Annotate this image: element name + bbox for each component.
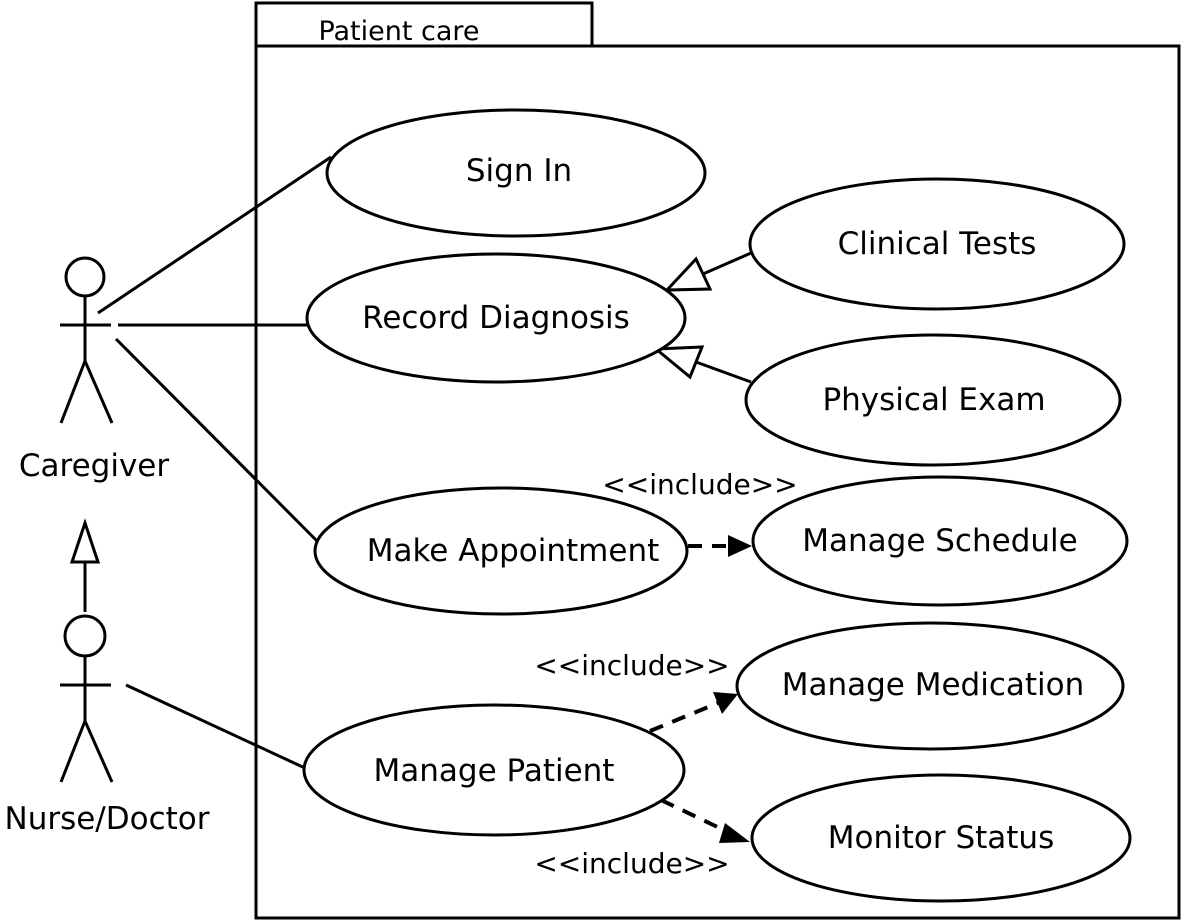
include-line <box>660 798 731 835</box>
use-case-label: Clinical Tests <box>838 226 1037 262</box>
include-label-medication: <<include>> <box>534 649 729 682</box>
assoc-caregiver-sign-in <box>97 155 332 315</box>
actor-nurse-doctor: Nurse/Doctor <box>5 614 210 837</box>
include-make-appointment-schedule: <<include>> <box>602 468 798 557</box>
use-case-manage-patient: Manage Patient <box>302 703 686 837</box>
use-case-ellipse <box>735 621 1125 751</box>
use-case-manage-schedule: Manage Schedule <box>751 475 1129 607</box>
use-case-label: Manage Medication <box>782 667 1085 703</box>
actor-head <box>63 614 107 658</box>
package-title: Patient care <box>318 16 479 47</box>
include-line <box>649 701 719 733</box>
generalization-physical-exam <box>652 345 752 384</box>
package-body <box>254 44 1181 920</box>
generalization-line <box>695 360 752 384</box>
include-arrowhead <box>713 692 738 714</box>
generalization-arrowhead <box>663 256 713 292</box>
use-case-ellipse <box>313 486 689 616</box>
generalization-arrowhead <box>69 518 101 564</box>
use-case-ellipse <box>305 252 687 384</box>
use-case-record-diagnosis: Record Diagnosis <box>305 252 687 384</box>
use-case-label: Make Appointment <box>367 533 660 569</box>
include-label-status: <<include>> <box>534 847 729 880</box>
use-case-make-appointment: Make Appointment <box>313 486 689 616</box>
actor-leg-left <box>59 360 87 424</box>
generalization-arrowhead <box>652 345 705 380</box>
use-case-ellipse <box>751 475 1129 607</box>
include-arrowhead <box>728 535 752 557</box>
include-manage-patient-status: <<include>> <box>534 798 750 880</box>
use-case-label: Manage Patient <box>374 753 615 789</box>
use-case-ellipse <box>744 333 1122 467</box>
actor-label-nurse-doctor: Nurse/Doctor <box>5 801 210 837</box>
use-case-manage-medication: Manage Medication <box>735 621 1125 751</box>
actor-leg-left <box>59 720 87 783</box>
use-case-label: Physical Exam <box>822 382 1045 418</box>
generalization-nurse-to-caregiver <box>69 518 101 612</box>
actor-head <box>64 256 106 298</box>
use-case-ellipse <box>325 108 707 238</box>
actor-leg-right <box>83 720 114 783</box>
actor-leg-right <box>83 360 114 424</box>
generalization-clinical-tests <box>663 251 752 292</box>
assoc-nurse-manage-patient <box>125 683 308 771</box>
use-case-monitor-status: Monitor Status <box>750 773 1132 903</box>
actor-label-caregiver: Caregiver <box>19 448 169 484</box>
use-case-clinical-tests: Clinical Tests <box>748 177 1126 311</box>
include-label-schedule: <<include>> <box>602 468 797 501</box>
use-case-label: Record Diagnosis <box>362 300 630 336</box>
use-case-label: Manage Schedule <box>802 523 1077 559</box>
actor-caregiver: Caregiver <box>19 256 169 484</box>
use-case-physical-exam: Physical Exam <box>744 333 1122 467</box>
include-manage-patient-medication: <<include>> <box>534 649 738 733</box>
use-case-label: Monitor Status <box>828 820 1054 856</box>
use-case-label: Sign In <box>466 153 572 189</box>
assoc-caregiver-make-appointment <box>114 337 320 544</box>
use-case-ellipse <box>748 177 1126 311</box>
use-case-ellipse <box>302 703 686 837</box>
include-arrowhead <box>719 823 750 843</box>
use-case-ellipse <box>750 773 1132 903</box>
use-case-sign-in: Sign In <box>325 108 707 238</box>
generalization-line <box>702 251 752 276</box>
package-patient-care: Patient care <box>254 1 1181 920</box>
